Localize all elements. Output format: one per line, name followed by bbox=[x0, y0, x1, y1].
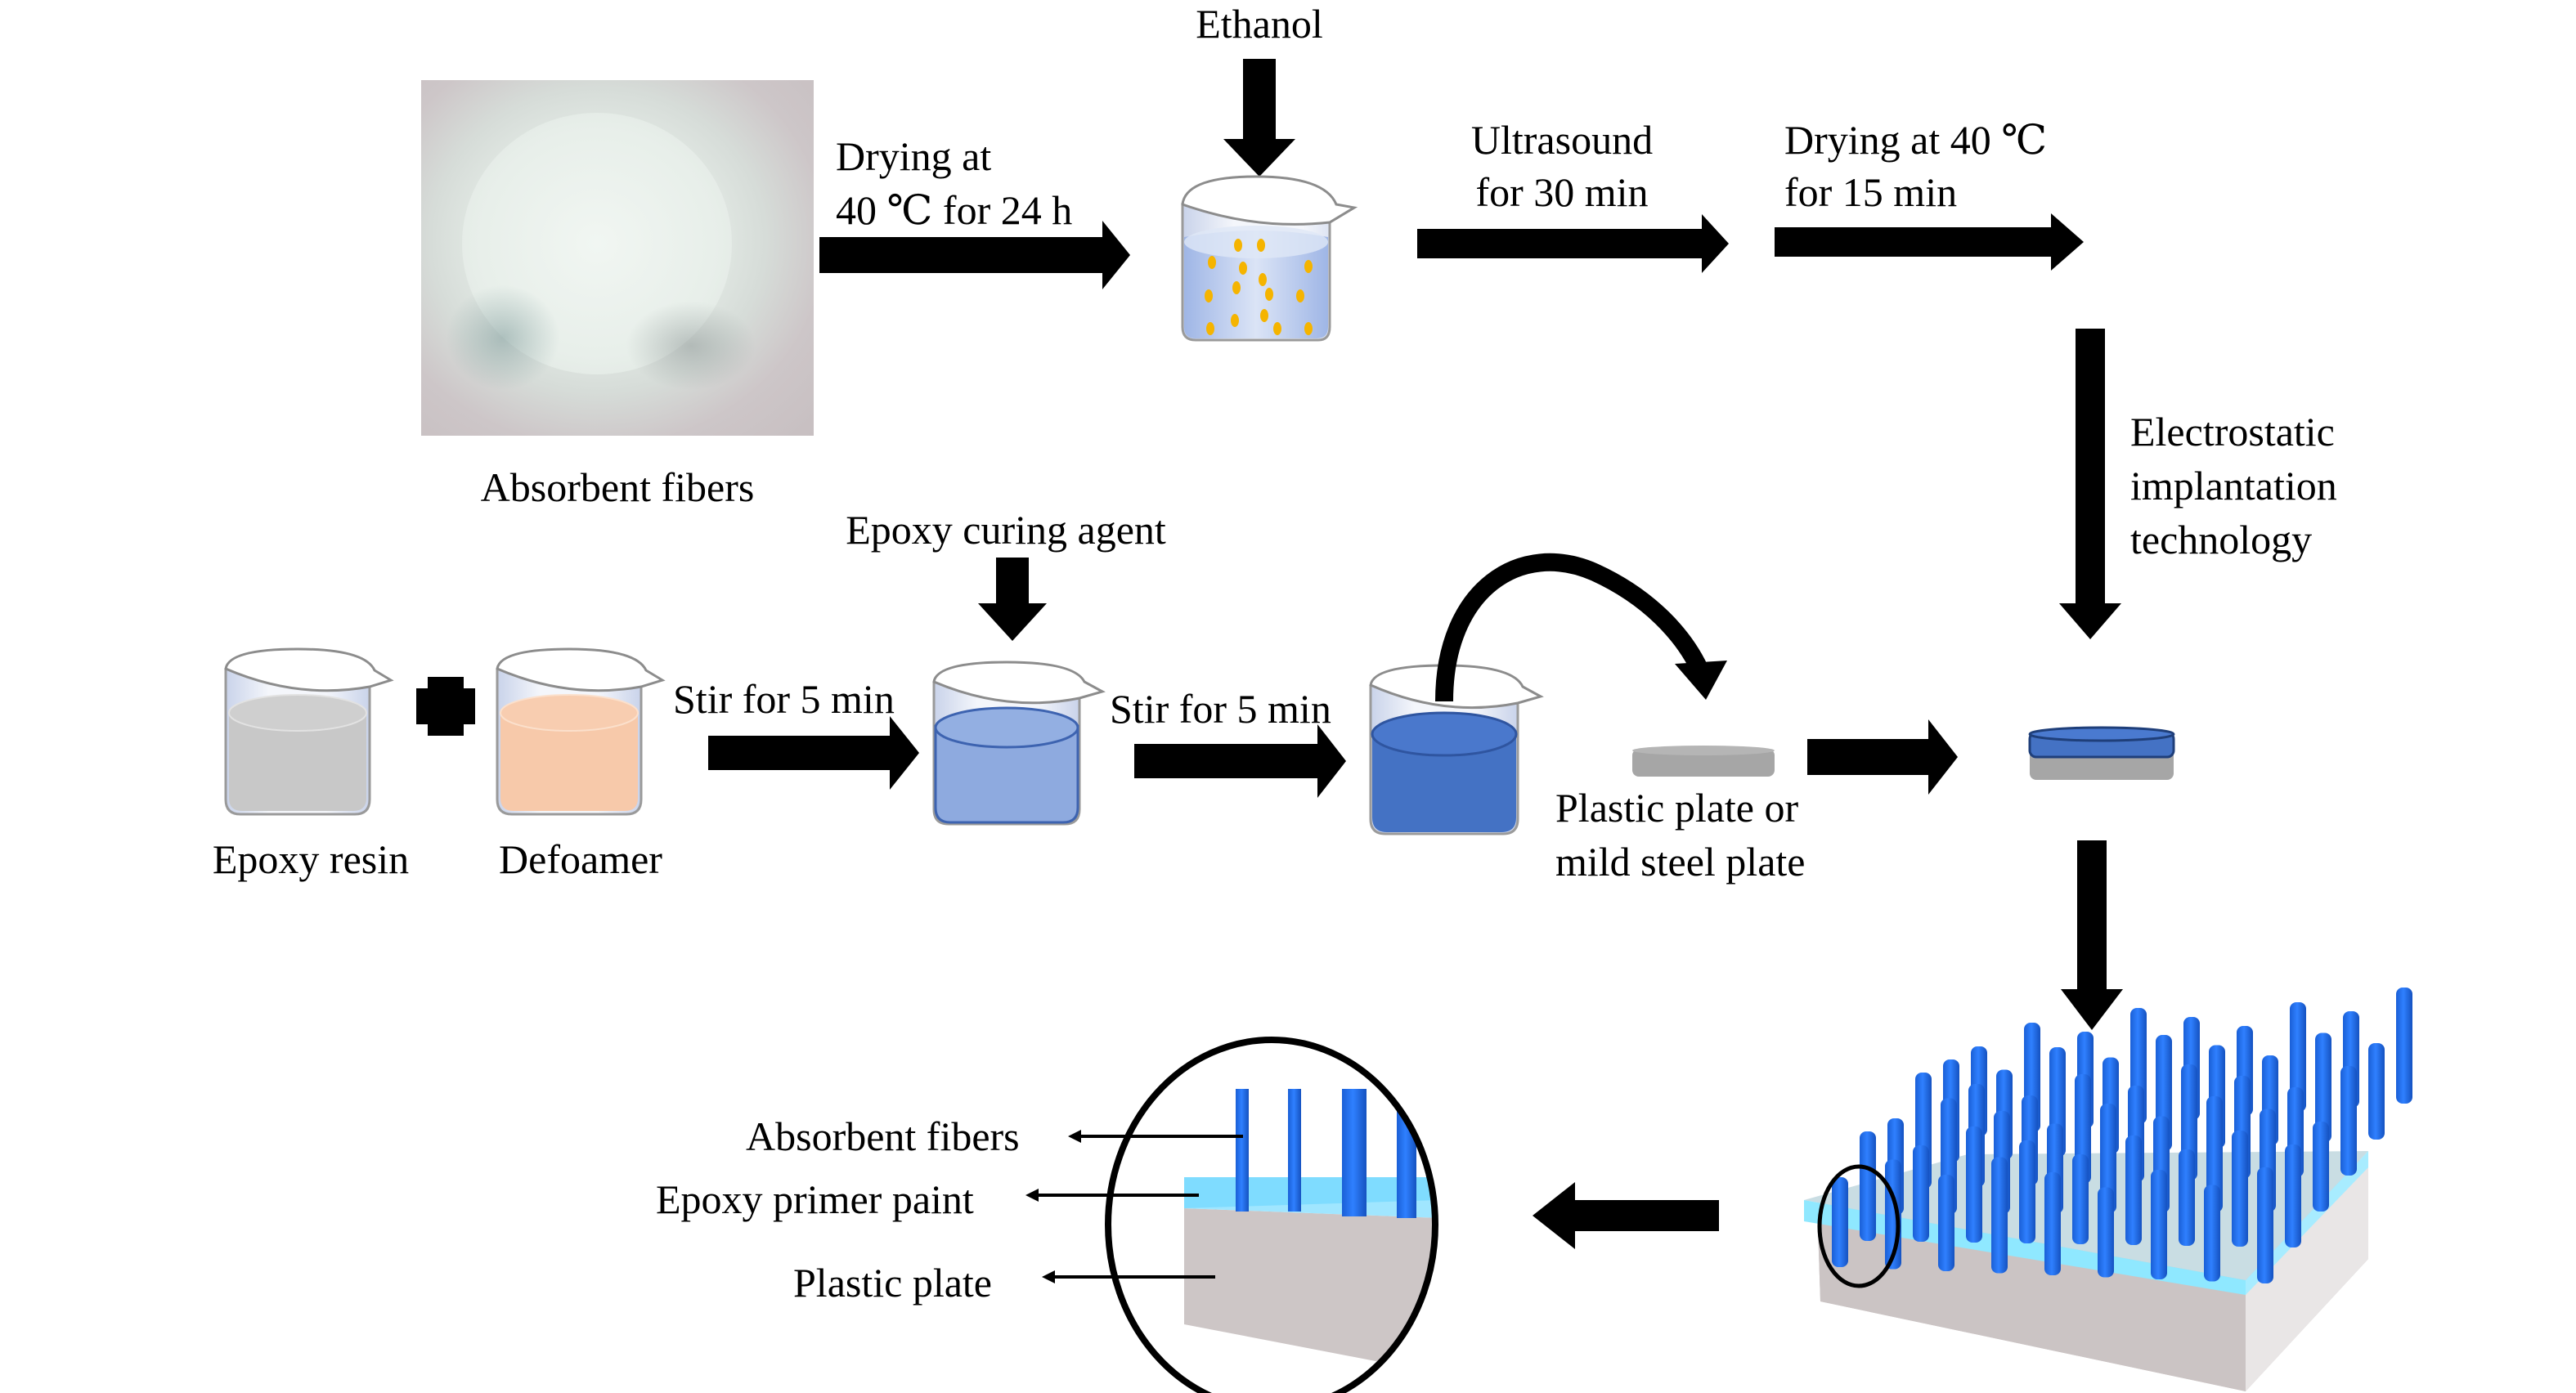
particles bbox=[1205, 239, 1313, 335]
ethanol-beaker bbox=[1181, 175, 1358, 342]
arrow-drying-15min bbox=[1775, 213, 2084, 271]
defoamer-beaker bbox=[496, 647, 666, 816]
fiber bbox=[1860, 1131, 1876, 1241]
fiber bbox=[2206, 1096, 2223, 1212]
fiber bbox=[2285, 1144, 2301, 1247]
step-electrostatic-label-line1: Electrostatic bbox=[2130, 409, 2335, 455]
detail-magnified-view bbox=[1025, 1037, 1438, 1393]
fiber bbox=[2257, 1167, 2273, 1283]
arrow-curing-agent-down bbox=[978, 558, 1047, 641]
epoxy-resin-label: Epoxy resin bbox=[212, 836, 410, 882]
fiber bbox=[2019, 1140, 2035, 1243]
fiber bbox=[2151, 1170, 2167, 1279]
fiber-coated-block bbox=[1804, 988, 2412, 1391]
step-electrostatic-label-line3: technology bbox=[2130, 517, 2313, 562]
ethanol-label: Ethanol bbox=[1196, 1, 1323, 47]
plate-label-line1: Plastic plate or bbox=[1555, 785, 1799, 831]
step-drying-24h-label-line1: Drying at bbox=[836, 133, 992, 179]
stir-1-label: Stir for 5 min bbox=[673, 676, 895, 722]
fiber bbox=[2368, 1043, 2385, 1140]
fiber bbox=[2313, 1122, 2329, 1212]
detail-label-plate: Plastic plate bbox=[793, 1260, 992, 1306]
step-electrostatic-label-line2: implantation bbox=[2130, 463, 2337, 508]
detail-label-primer: Epoxy primer paint bbox=[656, 1176, 974, 1222]
plastic-plate-icon bbox=[1632, 746, 1775, 777]
arrow-ultrasound bbox=[1417, 214, 1729, 273]
arrow-to-detail bbox=[1533, 1182, 1719, 1249]
mixed-beaker-light bbox=[932, 661, 1106, 826]
fiber bbox=[1966, 1126, 1982, 1243]
plate-label-line2: mild steel plate bbox=[1555, 839, 1806, 885]
fiber bbox=[2072, 1154, 2089, 1244]
arrow-to-coated-plate bbox=[1807, 719, 1958, 795]
fiber bbox=[1913, 1145, 1929, 1242]
arrow-stir-1 bbox=[708, 716, 919, 790]
fiber-array bbox=[1832, 988, 2412, 1283]
arrow-ethanol-down bbox=[1223, 59, 1295, 177]
fiber bbox=[2098, 1187, 2114, 1278]
absorbent-fibers-label: Absorbent fibers bbox=[480, 464, 755, 510]
step-ultrasound-label-line1: Ultrasound bbox=[1470, 117, 1654, 163]
step-drying-24h-label-line2: 40 ℃ for 24 h bbox=[836, 187, 1073, 233]
plus-icon bbox=[416, 677, 475, 736]
epoxy-resin-beaker bbox=[224, 647, 394, 816]
fiber bbox=[1832, 1177, 1848, 1267]
detail-label-fibers: Absorbent fibers bbox=[746, 1113, 1020, 1159]
magnifier-circle bbox=[1105, 1037, 1438, 1393]
arrow-drying-24h bbox=[819, 221, 1130, 289]
zoom-region-circle bbox=[1817, 1164, 1901, 1288]
fiber bbox=[2100, 1104, 2116, 1213]
fiber bbox=[2204, 1185, 2220, 1282]
fiber bbox=[1991, 1157, 2008, 1274]
fiber bbox=[2179, 1149, 2195, 1246]
fiber bbox=[2125, 1135, 2142, 1245]
arrow-electrostatic-down bbox=[2059, 329, 2121, 639]
step-drying-15min-label-line1: Drying at 40 ℃ bbox=[1784, 117, 2048, 163]
fiber bbox=[2044, 1172, 2061, 1275]
stir-2-label: Stir for 5 min bbox=[1110, 686, 1331, 732]
epoxy-curing-agent-label: Epoxy curing agent bbox=[846, 507, 1166, 553]
fiber bbox=[2340, 1066, 2357, 1176]
arrow-pour-curved bbox=[1435, 553, 1727, 702]
defoamer-label: Defoamer bbox=[499, 836, 662, 882]
step-ultrasound-label-line2: for 30 min bbox=[1475, 169, 1649, 215]
fiber bbox=[2290, 1002, 2306, 1112]
step-drying-15min-label-line2: for 15 min bbox=[1784, 169, 1958, 215]
arrow-stir-2 bbox=[1134, 724, 1346, 798]
mixed-beaker-dark bbox=[1369, 664, 1544, 835]
coated-plate-icon bbox=[2028, 726, 2175, 780]
fiber bbox=[2396, 988, 2412, 1104]
arrow-down-to-product bbox=[2061, 840, 2123, 1030]
fiber bbox=[1938, 1175, 1954, 1271]
fiber bbox=[2315, 1032, 2331, 1143]
absorbent-fibers-photo bbox=[421, 80, 814, 436]
fiber bbox=[2232, 1131, 2248, 1247]
